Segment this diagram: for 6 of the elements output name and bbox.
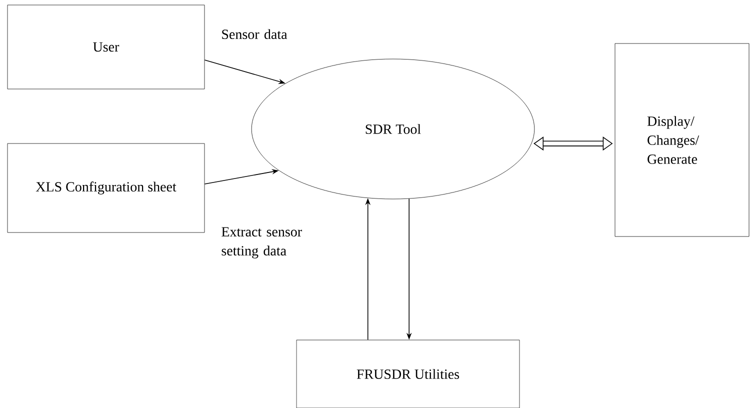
edge-label: Sensor data — [222, 29, 288, 40]
process-box: Display/ Changes/ Generate — [614, 43, 750, 237]
process-box: XLS Configuration sheet — [7, 143, 205, 233]
process-box: FRUSDR Utilities — [296, 340, 520, 408]
process-box: User — [7, 4, 205, 90]
edge-label: Extract sensor setting data — [222, 227, 302, 258]
